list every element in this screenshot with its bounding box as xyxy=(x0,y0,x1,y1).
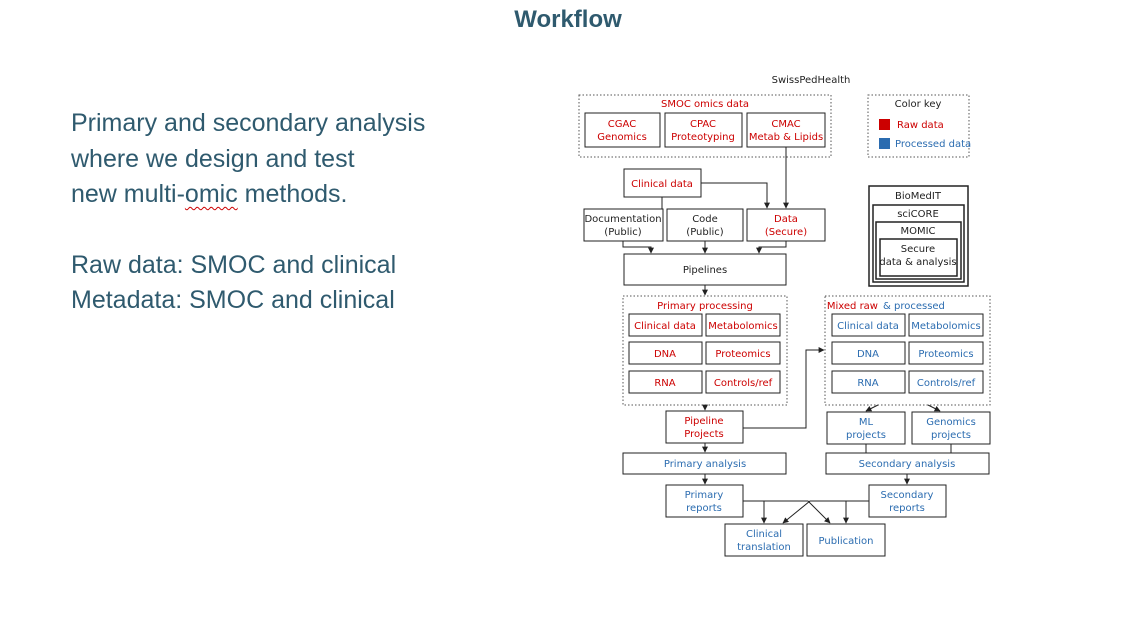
ml-projects-line-2: projects xyxy=(846,430,886,441)
color-key-processed: Processed data xyxy=(895,139,971,150)
secondary-analysis-label: Secondary analysis xyxy=(859,459,956,470)
color-key-title: Color key xyxy=(895,99,942,110)
mx-rna: RNA xyxy=(857,378,878,389)
pipeline-projects-line-1: Pipeline xyxy=(684,416,723,427)
body-line-3-start: new multi- xyxy=(71,180,185,208)
mx-metabolomics: Metabolomics xyxy=(911,321,980,332)
clinical-data-label: Clinical data xyxy=(631,179,693,190)
pp-proteomics: Proteomics xyxy=(715,349,770,360)
arrow-secondary-reports-to-publication xyxy=(843,500,869,524)
mixed-processed-label: & processed xyxy=(883,301,945,312)
color-key-raw: Raw data xyxy=(897,120,944,131)
secure-line-1: Secure xyxy=(901,244,935,255)
clinical-translation-line-2: translation xyxy=(737,542,791,553)
arrow-mixed-to-genomics xyxy=(927,404,941,412)
primary-reports-box xyxy=(665,484,744,518)
scicore-label: sciCORE xyxy=(897,209,939,220)
publication-label: Publication xyxy=(819,536,874,547)
secondary-reports-line-1: Secondary xyxy=(881,490,934,501)
body-line-4: Raw data: SMOC and clinical xyxy=(71,250,397,279)
body-line-2: where we design and test xyxy=(71,144,355,173)
cgac-line-1: CGAC xyxy=(608,119,636,130)
clinical-data-box xyxy=(623,168,702,198)
clinical-translation-line-1: Clinical xyxy=(746,529,782,540)
publication-box xyxy=(806,523,886,557)
primary-reports-line-1: Primary xyxy=(685,490,724,501)
documentation-line-1: Documentation xyxy=(584,214,661,225)
connectors xyxy=(622,147,952,524)
arrow-data-to-pipelines xyxy=(756,241,787,254)
ml-projects-line-1: ML xyxy=(859,417,874,428)
pp-rna: RNA xyxy=(654,378,675,389)
cmac-line-2: Metab & Lipids xyxy=(749,132,823,143)
primary-processing-label: Primary processing xyxy=(657,301,753,312)
mixed-raw-label: Mixed raw xyxy=(827,301,878,312)
body-line-3: new multi-omic methods. xyxy=(71,177,425,213)
mixed-group: Mixed raw & processed Clinical data Meta… xyxy=(824,295,991,406)
documentation-line-2: (Public) xyxy=(604,227,641,238)
pp-controls-ref: Controls/ref xyxy=(714,378,773,389)
slide-title: Workflow xyxy=(514,6,622,33)
momic-label: MOMIC xyxy=(900,226,935,237)
arrow-projects-to-mixed xyxy=(743,347,825,429)
processed-swatch xyxy=(879,138,890,149)
secondary-reports-box xyxy=(868,484,947,518)
color-key: Color key Raw data Processed data xyxy=(867,94,971,158)
arrow-primary-reports-to-publication xyxy=(743,500,831,524)
raw-swatch xyxy=(879,119,890,130)
mx-controls-ref: Controls/ref xyxy=(917,378,976,389)
smoc-omics-label: SMOC omics data xyxy=(661,99,749,110)
body-line-3-end: methods. xyxy=(237,180,348,208)
body-text: Primary and secondary analysis where we … xyxy=(71,106,425,319)
misspelled-word: omic xyxy=(184,180,238,208)
code-box xyxy=(666,208,744,242)
mx-dna: DNA xyxy=(857,349,879,360)
code-line-2: (Public) xyxy=(686,227,723,238)
mx-proteomics: Proteomics xyxy=(918,349,973,360)
data-secure-line-2: (Secure) xyxy=(765,227,807,238)
data-secure-box xyxy=(746,208,826,242)
pipeline-projects-line-2: Projects xyxy=(684,429,723,440)
secondary-reports-line-2: reports xyxy=(889,503,925,514)
pp-clinical-data: Clinical data xyxy=(634,321,696,332)
cpac-line-2: Proteotyping xyxy=(671,132,735,143)
genomics-projects-line-1: Genomics xyxy=(926,417,976,428)
arrow-mixed-to-ml xyxy=(865,404,879,412)
arrow-doc-to-pipelines xyxy=(622,241,654,254)
clinical-translation-box xyxy=(724,523,804,557)
body-line-1: Primary and secondary analysis xyxy=(71,109,426,137)
primary-processing-group: Primary processing Clinical data Metabol… xyxy=(622,295,788,406)
diagram-header: SwissPedHealth xyxy=(772,75,851,86)
primary-analysis-label: Primary analysis xyxy=(664,459,746,470)
secure-line-2: data & analysis xyxy=(879,257,956,268)
cgac-line-2: Genomics xyxy=(597,132,647,143)
pipelines-box xyxy=(623,253,787,286)
arrow-primary-reports-to-translation xyxy=(743,500,767,524)
data-secure-line-1: Data xyxy=(774,214,798,225)
arrow-clinical-to-data xyxy=(701,182,770,209)
biomedit-label: BioMedIT xyxy=(895,191,942,202)
mx-clinical-data: Clinical data xyxy=(837,321,899,332)
genomics-projects-box xyxy=(911,411,991,445)
cpac-line-1: CPAC xyxy=(690,119,716,130)
cmac-line-1: CMAC xyxy=(771,119,800,130)
code-line-1: Code xyxy=(692,214,718,225)
primary-reports-line-2: reports xyxy=(686,503,722,514)
biomedit-stack: BioMedIT sciCORE MOMIC Secure data & ana… xyxy=(868,185,969,287)
genomics-projects-line-2: projects xyxy=(931,430,971,441)
arrow-secondary-reports-to-translation xyxy=(782,500,869,524)
smoc-omics-group: SMOC omics data CGAC Genomics CPAC Prote… xyxy=(578,94,832,158)
body-line-5: Metadata: SMOC and clinical xyxy=(71,286,395,314)
pp-dna: DNA xyxy=(654,349,676,360)
pipelines-label: Pipelines xyxy=(683,265,727,276)
pp-metabolomics: Metabolomics xyxy=(708,321,777,332)
